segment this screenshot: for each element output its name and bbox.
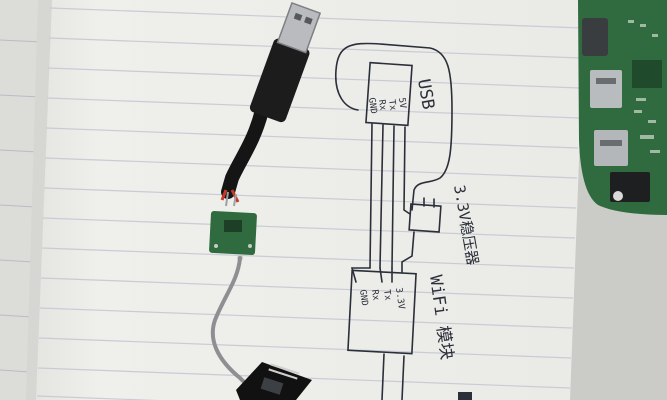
usb-pin-5v: 5V xyxy=(396,97,407,110)
usb-plug xyxy=(249,1,322,123)
wifi-pin-gnd: GND xyxy=(357,289,369,306)
usb-module-pcb xyxy=(209,210,257,261)
notebook-page xyxy=(26,0,585,400)
paper-clip-edge xyxy=(458,392,472,400)
circuit-board xyxy=(578,0,667,215)
wifi-box xyxy=(347,269,417,355)
wifi-pin-tx: Tx xyxy=(381,289,392,302)
wifi-pin-rx: Rx xyxy=(369,289,380,302)
wifi-module xyxy=(236,362,312,400)
regulator-box xyxy=(408,203,442,233)
usb-pin-tx: Tx xyxy=(386,99,397,112)
usb-box xyxy=(365,61,413,127)
hand-drawn-sketch xyxy=(335,42,453,400)
wifi-pin-3v3: 3.3V xyxy=(393,287,406,310)
usb-pin-rx: Rx xyxy=(376,99,387,112)
grey-wire xyxy=(210,256,252,390)
usb-cable xyxy=(220,1,322,207)
ruled-lines xyxy=(36,7,583,400)
usb-pin-gnd: GND xyxy=(366,97,378,114)
